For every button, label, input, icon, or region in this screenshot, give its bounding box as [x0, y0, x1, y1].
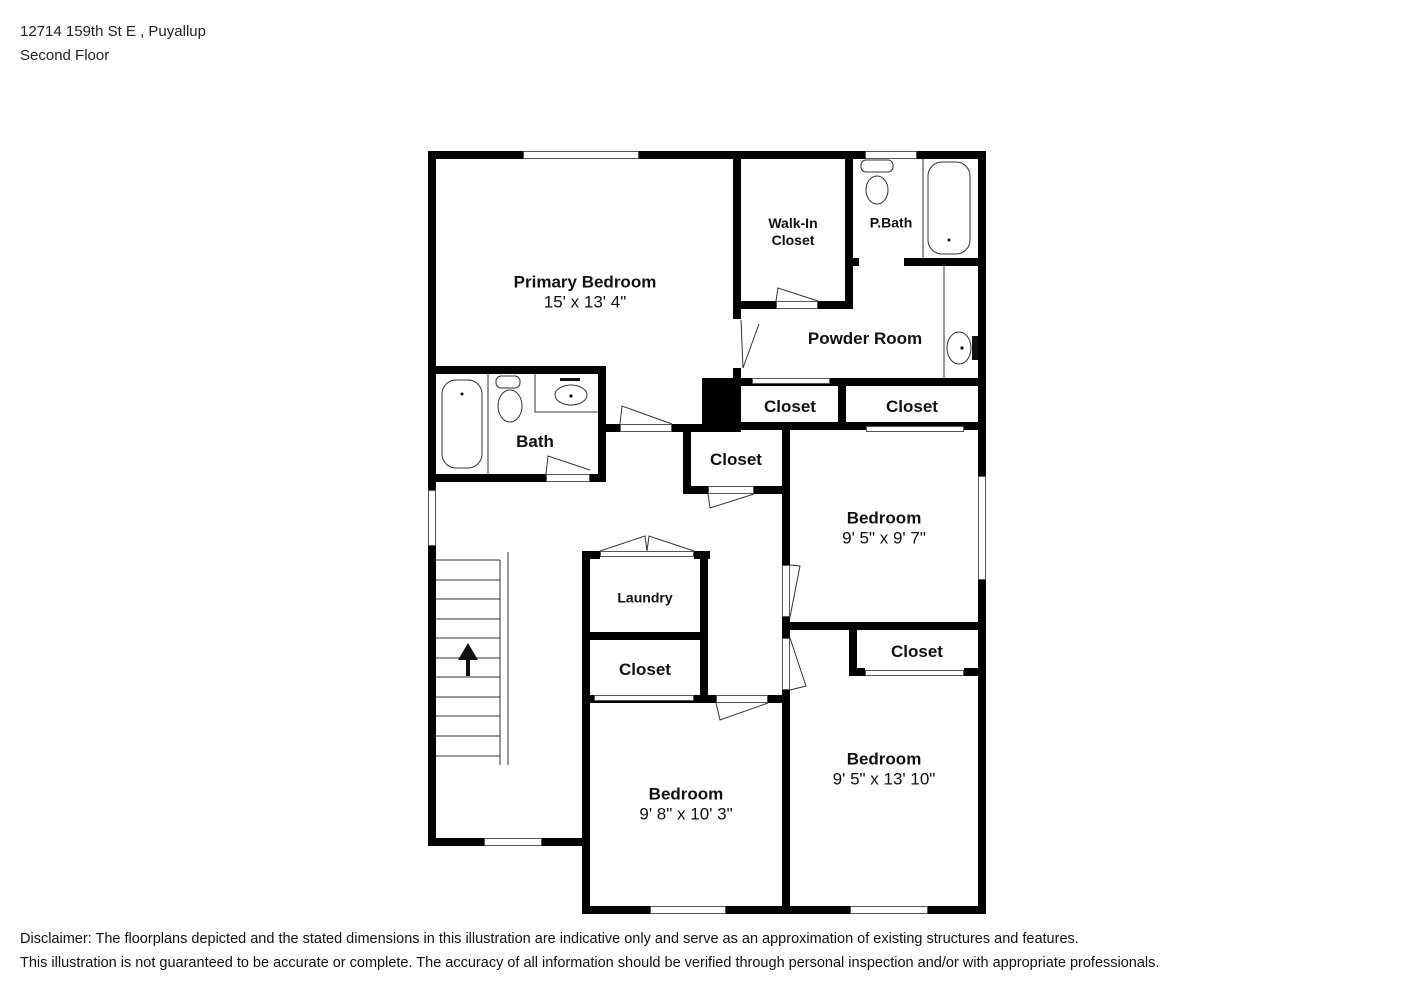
room-p-bath: P.Bath [870, 215, 913, 232]
room-name: Laundry [617, 589, 673, 606]
room-name: Bedroom [846, 508, 922, 528]
room-name: Closet [886, 396, 938, 416]
wall [741, 378, 986, 386]
wall [428, 366, 606, 374]
window [650, 906, 726, 914]
wall [741, 422, 986, 430]
toilet-icon [860, 159, 894, 173]
property-address: 12714 159th St E , Puyallup [20, 23, 206, 40]
wall [582, 632, 708, 640]
toilet-icon [495, 375, 521, 389]
room-name: Closet [619, 659, 671, 679]
door-opening [546, 474, 590, 482]
room-closet: Closet [764, 397, 816, 417]
wall [683, 430, 691, 492]
window [523, 151, 639, 159]
door-opening [716, 695, 768, 703]
room-name: Closet [771, 232, 815, 248]
room-closet: Closet [619, 660, 671, 680]
wall [853, 258, 859, 266]
room-name: Closet [764, 396, 816, 416]
room-dimensions: 9' 5" x 9' 7" [842, 529, 926, 548]
room-dimensions: 15' x 13' 4" [543, 293, 627, 312]
up-arrow-icon [458, 643, 478, 660]
room-name: Walk-In [768, 215, 818, 232]
room-name: Closet [710, 449, 762, 469]
sliding-door [752, 378, 830, 384]
wall [845, 151, 853, 309]
room-name: Bedroom [648, 784, 724, 804]
room-powder-room: Powder Room [808, 329, 922, 349]
bathtub-icon [927, 161, 971, 255]
disclaimer-line-1: Disclaimer: The floorplans depicted and … [20, 931, 1079, 947]
bifold-door [600, 551, 694, 557]
room-bedroom: Bedroom 9' 5" x 13' 10" [833, 750, 936, 791]
wall [582, 551, 590, 914]
wall [964, 668, 982, 676]
room-name: Primary Bedroom [513, 272, 657, 292]
wall [838, 378, 846, 428]
room-bedroom: Bedroom 9' 5" x 9' 7" [842, 509, 926, 550]
floor-label: Second Floor [20, 47, 110, 64]
room-bath: Bath [516, 432, 554, 452]
bathtub-icon [441, 379, 483, 469]
wall [904, 258, 984, 266]
chase [702, 378, 740, 426]
room-walk-in-closet: Walk-In Closet [768, 215, 817, 249]
wall [428, 474, 606, 482]
door-opening [782, 565, 790, 617]
wall [428, 151, 986, 159]
window [850, 906, 928, 914]
wall [849, 668, 865, 676]
window [484, 838, 542, 846]
room-laundry: Laundry [617, 590, 672, 607]
room-closet: Closet [886, 397, 938, 417]
sliding-door [866, 426, 964, 432]
wall [782, 622, 986, 630]
wall [582, 551, 600, 559]
room-closet: Closet [891, 642, 943, 662]
sink-icon [946, 331, 972, 365]
room-name: P.Bath [869, 214, 913, 231]
room-name: Powder Room [807, 328, 923, 348]
wall [733, 151, 741, 319]
wall [606, 424, 741, 432]
door-opening [708, 486, 754, 494]
disclaimer-line-2: This illustration is not guaranteed to b… [20, 955, 1160, 971]
door-opening [782, 638, 790, 690]
room-bedroom: Bedroom 9' 8" x 10' 3" [639, 785, 732, 826]
door-opening [620, 424, 672, 432]
room-name: Closet [891, 641, 943, 661]
room-closet: Closet [710, 450, 762, 470]
room-name: Bath [516, 431, 554, 451]
sink-icon [554, 384, 588, 406]
sliding-door [594, 695, 694, 701]
room-dimensions: 9' 8" x 10' 3" [639, 805, 733, 824]
wall [598, 366, 606, 482]
room-dimensions: 9' 5" x 13' 10" [832, 770, 936, 789]
door-opening [776, 301, 818, 309]
sliding-door [865, 670, 964, 676]
window [428, 490, 436, 546]
window [865, 151, 917, 159]
room-primary-bedroom: Primary Bedroom 15' x 13' 4" [514, 273, 657, 314]
window [978, 476, 986, 580]
wall [700, 551, 708, 701]
room-name: Bedroom [846, 749, 922, 769]
wall [849, 628, 857, 676]
